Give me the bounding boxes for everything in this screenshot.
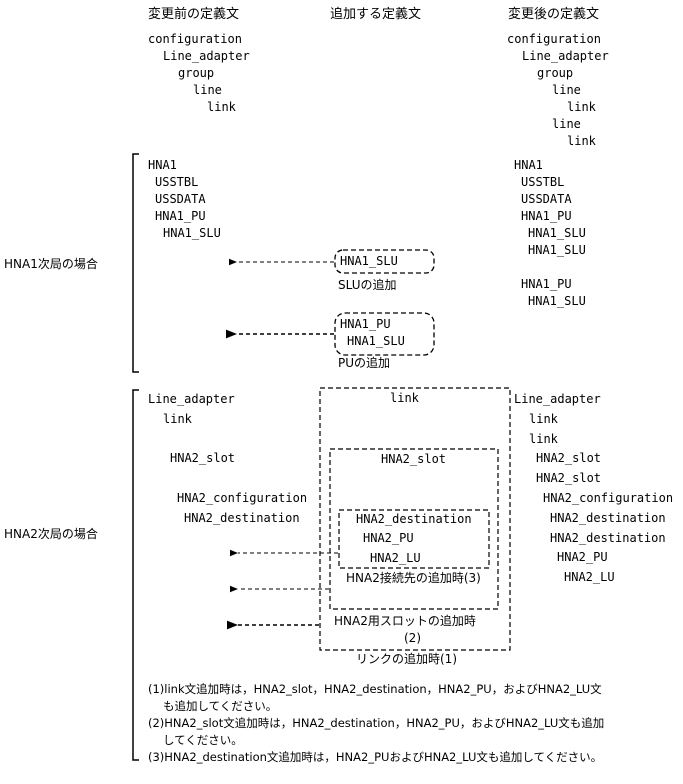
hna2-after-line: HNA2_destination (550, 531, 666, 545)
note-line: (2)HNA2_slot文追加時は，HNA2_destination，HNA2_… (148, 716, 605, 730)
hna1-slu-add-caption: SLUの追加 (338, 278, 397, 292)
hna2-box-dest-text: HNA2_destination (356, 512, 472, 526)
hna2-after-line: HNA2_destination (550, 511, 666, 525)
header-before: 変更前の定義文 (148, 7, 240, 22)
hna2-before-line: HNA2_destination (184, 511, 300, 525)
hna1-after-line: HNA1_SLU (528, 243, 586, 257)
hna2-slot-box (329, 448, 499, 610)
top-before-line: line (193, 83, 222, 97)
hna1-before-line: USSTBL (155, 175, 199, 189)
hna1-side-label: HNA1次局の場合 (4, 257, 98, 271)
hna2-after-line: HNA2_LU (564, 570, 615, 584)
hna2-box-dest-text: HNA2_LU (370, 551, 421, 565)
hna2-slot-caption: HNA2用スロットの追加時 (334, 614, 476, 628)
hna1-before-line: USSDATA (155, 192, 206, 206)
note-line: も追加してください。 (163, 699, 278, 713)
hna1-after-line: USSTBL (521, 175, 565, 189)
hna2-link-box (319, 387, 511, 651)
top-after-line: group (537, 66, 574, 80)
hna2-after-line: HNA2_slot (536, 471, 602, 485)
hna1-after-line: HNA1 (514, 158, 543, 172)
hna1-pu-add-text: HNA1_PU (340, 317, 391, 331)
hna2-before-line: HNA2_configuration (177, 491, 308, 505)
top-before-line: Line_adapter (163, 49, 250, 63)
top-before-line: group (178, 66, 215, 80)
hna2-box-slot-text: HNA2_slot (381, 452, 447, 466)
hna1-after-line: HNA1_SLU (528, 294, 586, 308)
header-add: 追加する定義文 (330, 7, 422, 22)
hna2-bracket (132, 389, 139, 761)
hna2-dest-box (338, 509, 490, 569)
note-line: してください。 (163, 733, 243, 747)
hna1-after-line: HNA1_SLU (528, 226, 586, 240)
top-after-line: configuration (507, 32, 601, 46)
top-before-line: link (207, 100, 236, 114)
hna1-before-line: HNA1_PU (155, 209, 206, 223)
hna1-after-line: HNA1_PU (521, 277, 572, 291)
hna1-pu-add-caption: PUの追加 (338, 356, 391, 370)
hna2-after-line: HNA2_slot (536, 451, 602, 465)
hna2-after-line: link (529, 432, 558, 446)
top-after-line: link (567, 134, 596, 148)
hna2-before-line: HNA2_slot (170, 451, 236, 465)
hna1-after-line: HNA1_PU (521, 209, 572, 223)
hna1-before-line: HNA1 (148, 158, 177, 172)
hna2-after-line: HNA2_PU (557, 550, 608, 564)
top-after-line: line (552, 117, 581, 131)
hna1-after-line: USSDATA (521, 192, 572, 206)
hna2-after-line: link (529, 412, 558, 426)
hna1-bracket (132, 153, 139, 373)
hna2-before-line: link (163, 412, 192, 426)
hna2-dest-caption: HNA2接続先の追加時(3) (346, 571, 481, 585)
hna2-box-dest-text: HNA2_PU (363, 531, 414, 545)
hna1-before-line: HNA1_SLU (163, 226, 221, 240)
hna1-pu-add-text: HNA1_SLU (347, 334, 405, 348)
hna1-pu-add-box (334, 312, 435, 356)
hna2-side-label: HNA2次局の場合 (4, 527, 98, 541)
hna1-slu-add-box (334, 249, 435, 274)
hna2-before-line: Line_adapter (148, 392, 235, 406)
note-line: (1)link文追加時は，HNA2_slot，HNA2_destination，… (148, 682, 602, 696)
top-after-line: line (552, 83, 581, 97)
top-after-line: Line_adapter (522, 49, 609, 63)
hna1-slu-add-text: HNA1_SLU (340, 254, 398, 268)
hna2-slot-caption-number: (2) (404, 631, 421, 645)
hna2-after-line: HNA2_configuration (543, 491, 674, 505)
hna2-box-link-text: link (390, 391, 419, 405)
hna2-after-line: Line_adapter (514, 392, 601, 406)
header-after: 変更後の定義文 (508, 7, 600, 22)
top-after-line: link (567, 100, 596, 114)
top-before-line: configuration (148, 32, 242, 46)
hna2-link-caption: リンクの追加時(1) (356, 652, 457, 666)
note-line: (3)HNA2_destination文追加時は，HNA2_PUおよびHNA2_… (148, 750, 603, 764)
